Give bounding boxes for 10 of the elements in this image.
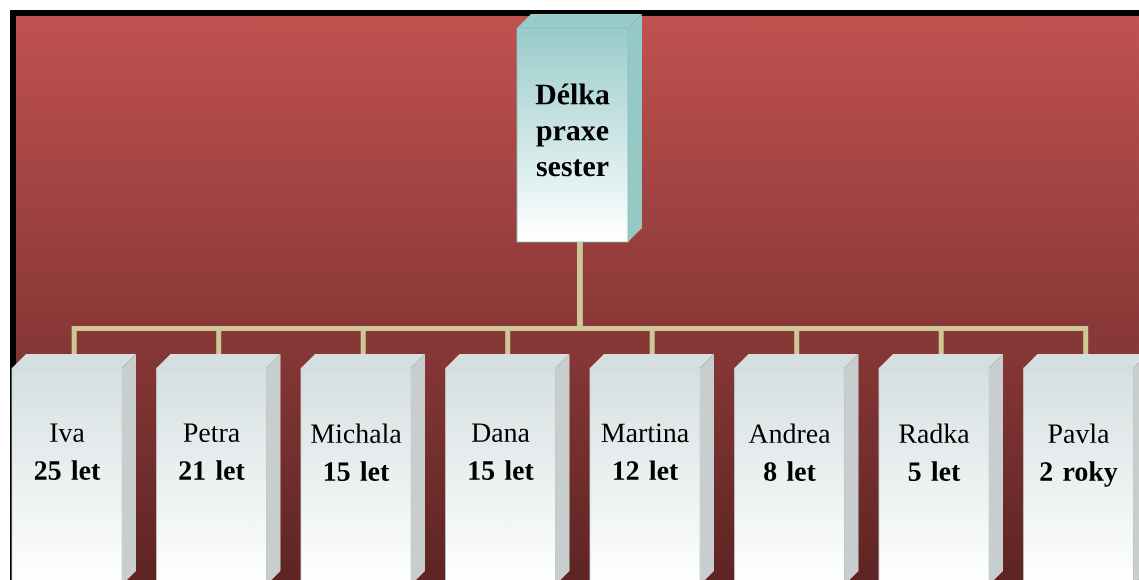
person-box: Dana 15 let	[445, 354, 570, 580]
person-box: Radka 5 let	[878, 354, 1003, 580]
connector-line	[577, 242, 1089, 354]
person-box: Petra 21 let	[156, 354, 281, 580]
person-box: Iva 25 let	[11, 354, 136, 580]
person-box: Andrea 8 let	[734, 354, 859, 580]
person-box: Michala 15 let	[300, 354, 425, 580]
heading-box: Délka praxe sester	[516, 14, 642, 243]
person-box: Pavla 2 roky	[1023, 354, 1139, 580]
person-box: Martina 12 let	[589, 354, 714, 580]
